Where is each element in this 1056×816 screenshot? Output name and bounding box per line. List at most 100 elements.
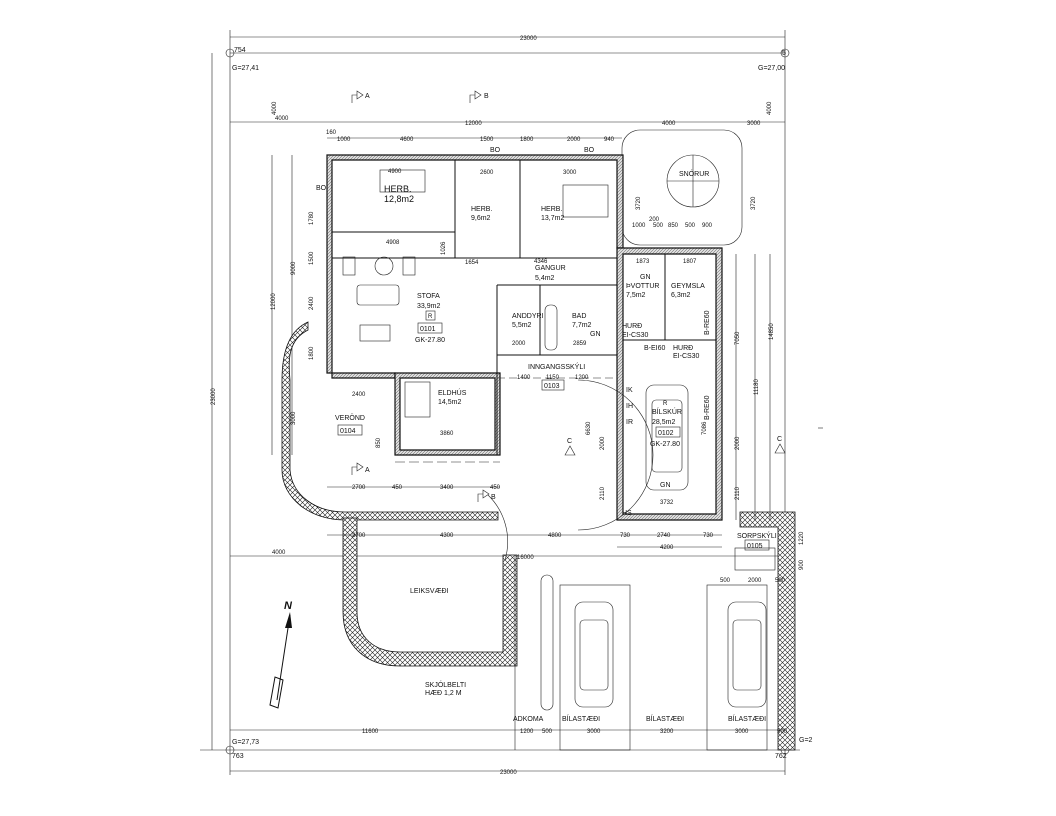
access-label: ADKOMA	[513, 716, 544, 723]
under-house-dims: 2700 450 3400 450 2700 4300 4800 730 274…	[272, 485, 714, 561]
interior-dims: 4900 2600 3000 4908 1026 1654 4346 1873 …	[352, 169, 697, 506]
fire-label: B-RE60	[704, 395, 711, 420]
dim: 9000	[291, 261, 297, 275]
top-dim-chain: 160 1000 4600 1500 1800 2000 940	[326, 130, 615, 143]
room-name: ELDHÚS	[438, 388, 467, 397]
dim: 1800	[309, 346, 315, 360]
room-tag: R	[428, 314, 433, 320]
dim: 1500	[309, 251, 315, 265]
room-eldhus: ELDHÚS 14,5m2	[438, 388, 467, 406]
car-parking-1	[574, 601, 614, 708]
parking-label: BÍLASTÆÐI	[646, 714, 684, 723]
dim: 4908	[386, 240, 400, 246]
dim: 2740	[657, 533, 671, 539]
dim: 3400	[440, 485, 454, 491]
room-name: HERB.	[541, 206, 562, 213]
section-c-label: C	[777, 436, 782, 443]
section-markers	[351, 90, 786, 502]
dim-setback: 4000	[275, 116, 289, 122]
room-area: 9,6m2	[471, 215, 491, 222]
window-label: BO	[316, 185, 327, 192]
north-label: N	[284, 600, 293, 612]
room-id: 0105	[747, 543, 763, 550]
dim: 2700	[352, 533, 366, 539]
fire-ratings: HURÐ EI-CS30 B-EI60 HURÐ EI-CS30 B-RE60 …	[622, 310, 711, 517]
room-herb-2: HERB. 9,6m2	[471, 206, 492, 222]
fire-label: IK	[626, 387, 633, 394]
dim: 1200	[575, 375, 589, 381]
dim: 500	[542, 729, 553, 735]
car-garage	[645, 384, 689, 491]
dim: 12000	[271, 293, 277, 310]
room-note: GN	[640, 274, 651, 281]
corner-elev-bl: G=27,73	[232, 739, 259, 746]
room-id: 0103	[544, 383, 560, 390]
room-name: HERB.	[471, 206, 492, 213]
room-area: 5,5m2	[512, 322, 532, 329]
dim: 2000	[512, 341, 526, 347]
room-name: ANDDYRI	[512, 313, 544, 320]
dim: 850	[376, 437, 382, 448]
parking-space-1	[559, 584, 631, 751]
window-label: BO	[490, 147, 501, 154]
dim: 850	[668, 223, 679, 229]
dim-bottom-overall: 23000	[500, 770, 517, 776]
room-verond: VERÖND 0104	[335, 414, 365, 436]
dim: 4200	[660, 545, 674, 551]
car-parking-2	[727, 601, 767, 708]
room-area: 7,5m2	[626, 292, 646, 299]
dim: 1200	[520, 729, 534, 735]
room-name: GANGUR	[535, 265, 566, 272]
dim: 16000	[517, 555, 534, 561]
dim: 500	[777, 729, 788, 735]
room-area: 28,5m2	[652, 419, 675, 426]
room-herb-1: HERB. 12,8m2	[384, 184, 414, 204]
room-geymsla: GEYMSLA 6,3m2	[671, 283, 705, 299]
corner-elev-tr: G=27,00	[758, 65, 785, 72]
room-id: 0101	[420, 326, 436, 333]
room-name: VERÖND	[335, 414, 365, 422]
room-name: GEYMSLA	[671, 283, 705, 290]
dim: 900	[799, 559, 805, 570]
dim: 3200	[660, 729, 674, 735]
hedge-play	[342, 517, 518, 667]
corner-elev-br: G=2	[799, 737, 813, 744]
section-a-label: A	[365, 467, 370, 474]
hedge-right	[739, 511, 796, 751]
dim: 3720	[636, 196, 642, 210]
room-bilskur: BÍLSKÚR 28,5m2 R 0102 GK-27.80 GN	[650, 401, 682, 489]
dim: 2400	[352, 392, 366, 398]
dim: 730	[703, 533, 714, 539]
dim: 6630	[586, 421, 592, 435]
dim: 2859	[573, 341, 587, 347]
room-area: 12,8m2	[384, 194, 414, 204]
room-name: STOFA	[417, 293, 440, 300]
window-label: BO	[584, 147, 595, 154]
dim: 160	[326, 130, 337, 136]
dim-setback: 3000	[747, 121, 761, 127]
room-area: 5,4m2	[535, 275, 555, 282]
dim: 3000	[291, 411, 297, 425]
section-b-label: B	[491, 494, 496, 501]
fire-label: B-RE60	[704, 310, 711, 335]
snow-dims: 1000 200 500 850 500 900	[632, 217, 713, 229]
fire-label: HURÐ	[622, 323, 642, 330]
parking-label: BÍLASTÆÐI	[728, 714, 766, 723]
dim: 1654	[465, 260, 479, 266]
play-area-label: LEIKSVÆÐI	[410, 588, 449, 595]
dim: 730	[620, 533, 631, 539]
dim: 14850	[769, 323, 775, 340]
room-name: SORPSKÝLI	[737, 531, 777, 540]
dim-left-setback: 4000	[272, 101, 278, 115]
room-anddyri: ANDDYRI 5,5m2	[512, 313, 544, 329]
section-a-label: A	[365, 93, 370, 100]
room-gangur: GANGUR 5,4m2	[535, 265, 566, 282]
dim: 7086	[702, 421, 708, 435]
room-level: GK-27.80	[650, 441, 680, 448]
dim: 1000	[337, 137, 351, 143]
left-dim-chain: 12000 9000 1780 1500 2400 1800 3000 850	[271, 211, 382, 448]
room-area: 7,7m2	[572, 322, 592, 329]
dim-top-overall: 23000	[520, 36, 537, 42]
room-stofa: STOFA 33,9m2 R 0101 GK-27.80	[415, 293, 445, 344]
